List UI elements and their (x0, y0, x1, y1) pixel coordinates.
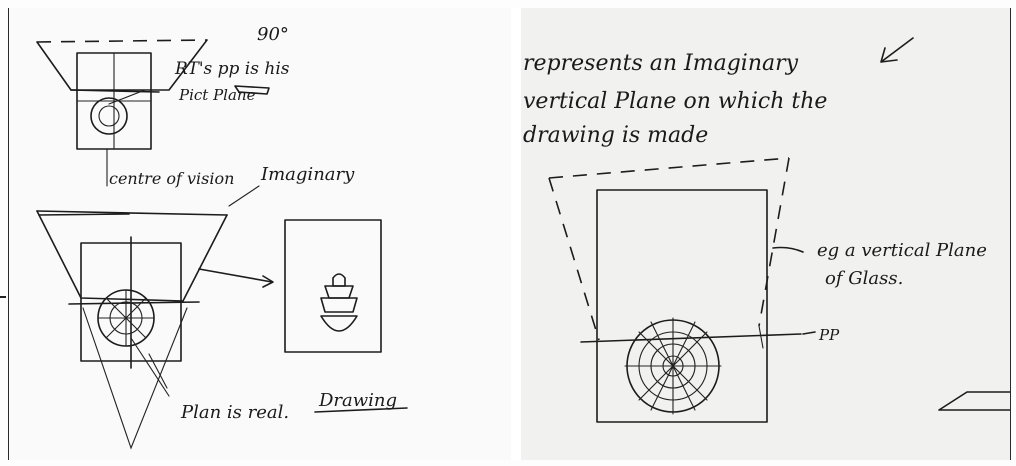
still-life-frame (285, 220, 381, 352)
note-line-1: represents an Imaginary (523, 51, 799, 76)
imaginary-label: Imaginary (260, 164, 355, 185)
left-sketch-drawing: 90° RT's pp is his Pict Plane centre of … (9, 8, 511, 460)
note-line-2: vertical Plane on which the (523, 89, 827, 114)
right-sketch-panel: represents an Imaginary vertical Plane o… (521, 8, 1010, 460)
corner-arrow-icon (881, 38, 913, 62)
left-sketch-panel: 90° RT's pp is his Pict Plane centre of … (9, 8, 511, 460)
note-line-3: drawing is made (523, 123, 708, 148)
pp-label: PP (818, 326, 840, 344)
margin-tick-mark (0, 296, 6, 298)
partial-plane-sketch (939, 392, 1010, 410)
right-sketch-drawing: represents an Imaginary vertical Plane o… (521, 8, 1010, 460)
drawing-label: Drawing (318, 390, 397, 411)
angle-label: 90° (257, 24, 289, 45)
glass-note-line-2: of Glass. (825, 268, 903, 289)
plan-is-real-label: Plan is real. (180, 402, 289, 423)
pict-plane-label: Pict Plane (178, 86, 256, 104)
plan-pointer (149, 354, 167, 388)
glass-note-line-1: eg a vertical Plane (817, 240, 987, 261)
imaginary-pointer (229, 186, 259, 206)
vertical-plane-diagram (549, 158, 815, 422)
panel-divider (511, 8, 521, 460)
centre-of-vision-label: centre of vision (109, 169, 234, 188)
pp-note: RT's pp is his (174, 59, 290, 79)
